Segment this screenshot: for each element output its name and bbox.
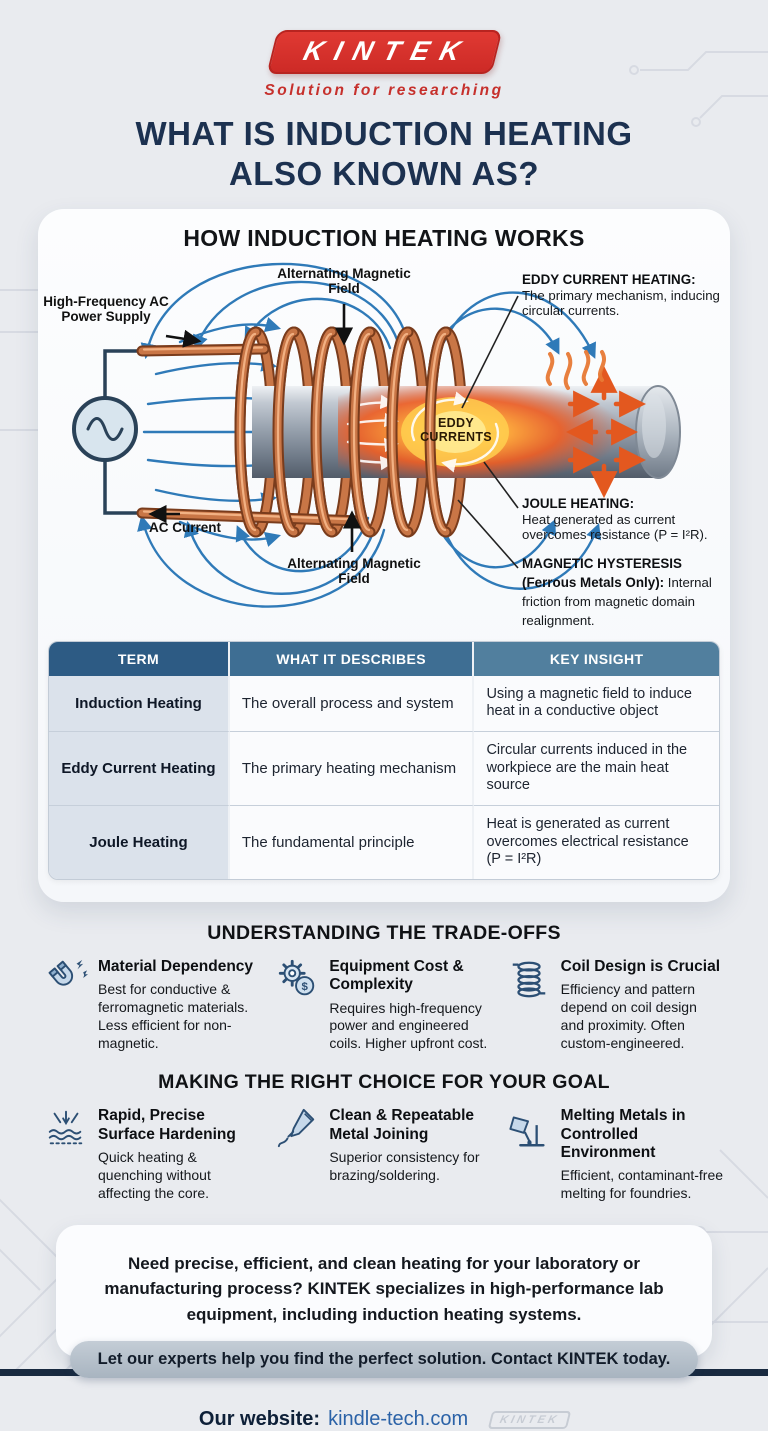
eddy-currents-label: EDDY CURRENTS [420,415,492,444]
tradeoff-item-cost: $ Equipment Cost & Complexity Requires h… [275,957,492,1053]
tradeoff-title: Material Dependency [98,958,254,975]
diagram-artwork [72,262,681,608]
cta-card: Need precise, efficient, and clean heati… [56,1224,712,1358]
joule-heating-callout-body: Heat generated as current overcomes resi… [522,511,708,543]
cell-describes: The overall process and system [229,675,475,731]
tradeoff-title: Coil Design is Crucial [560,958,721,975]
eddy-loop-arrow-bottom [441,422,500,472]
kintek-logo: KINTEK [266,30,502,74]
eddy-heating-callout-title: EDDY CURRENT HEATING: [522,271,696,287]
cell-describes: The primary heating mechanism [229,730,475,805]
website-link[interactable]: kindle-tech.com [328,1408,469,1431]
magnetic-field-bottom-label: Alternating Magnetic Field [287,555,421,587]
induction-heating-diagram: High-Frequency AC Power Supply Alternati… [38,256,730,631]
ac-source-circuit [72,348,142,515]
tradeoff-title: Equipment Cost & Complexity [329,958,464,994]
tradeoff-body: Requires high-frequency power and engine… [329,999,488,1052]
choice-item-joining: Clean & Repeatable Metal Joining Superio… [275,1106,492,1203]
tradeoffs-heading: UNDERSTANDING THE TRADE-OFFS [207,922,561,944]
cell-describes: The fundamental principle [229,804,475,879]
brand-tagline: Solution for researching [264,82,504,99]
footer: Our website: kindle-tech.com KINTEK [0,1408,768,1431]
column-header-describes: WHAT IT DESCRIBES [229,641,475,676]
page-title-line1: WHAT IS INDUCTION HEATING [135,115,633,152]
joule-heating-callout-title: JOULE HEATING: [522,495,635,511]
table-header-row: TERM WHAT IT DESCRIBES KEY INSIGHT [49,641,719,676]
terminology-table: TERM WHAT IT DESCRIBES KEY INSIGHT Induc… [48,640,720,880]
eddy-loop-arrow-top [410,391,469,441]
tradeoff-item-material: Material Dependency Best for conductive … [44,957,261,1053]
surface-hardening-icon [44,1106,88,1150]
diagram-heading: HOW INDUCTION HEATING WORKS [183,224,585,251]
magnetic-field-lines [137,262,602,608]
cell-insight: Circular currents induced in the workpie… [474,730,719,805]
choice-item-melting: Melting Metals in Controlled Environment… [507,1106,724,1203]
choice-title: Melting Metals in Controlled Environment [560,1107,686,1161]
choice-body: Quick heating & quenching without affect… [98,1148,211,1201]
coil-front-turns [234,326,452,537]
ac-current-label: AC Current [148,519,221,535]
hysteresis-callout-body: Internal friction from magnetic domain r… [522,574,712,629]
power-supply-label: High-Frequency AC Power Supply [43,293,169,325]
brand-header: KINTEK Solution for researching [0,30,768,100]
contact-cta-pill[interactable]: Let our experts help you find the perfec… [69,1341,699,1379]
magnet-icon [44,957,88,1001]
eddy-heating-callout-body: The primary mechanism, inducing circular… [522,287,720,319]
hysteresis-callout: MAGNETIC HYSTERESIS (Ferrous Metals Only… [522,554,730,631]
melting-icon [507,1106,551,1150]
column-header-insight: KEY INSIGHT [474,641,719,676]
tradeoff-body: Efficiency and pattern depend on coil de… [560,981,697,1051]
table-row: Eddy Current Heating The primary heating… [49,730,719,805]
cell-insight: Using a magnetic field to induce heat in… [474,675,719,731]
cell-insight: Heat is generated as current overcomes e… [474,804,719,879]
table-body: Induction Heating The overall process an… [49,675,719,879]
cell-term: Eddy Current Heating [49,730,230,805]
page-title: WHAT IS INDUCTION HEATING ALSO KNOWN AS? [0,114,768,195]
choice-item-hardening: Rapid, Precise Surface Hardening Quick h… [44,1106,261,1203]
cell-term: Induction Heating [49,675,230,731]
label-arrows [148,295,519,569]
choices-heading: MAKING THE RIGHT CHOICE FOR YOUR GOAL [158,1071,610,1094]
how-it-works-card: HOW INDUCTION HEATING WORKS [38,208,730,902]
table-row: Joule Heating The fundamental principle … [49,804,719,879]
choice-body: Superior consistency for brazing/solderi… [329,1148,480,1183]
soldering-icon [275,1106,319,1150]
kintek-stamp-logo: KINTEK [487,1410,572,1429]
heat-expansion-arrows [565,365,647,498]
heat-waves-icon [545,349,606,390]
magnetic-field-top-label: Alternating Magnetic Field [277,265,411,297]
tradeoff-item-coil: Coil Design is Crucial Efficiency and pa… [507,957,724,1053]
column-header-term: TERM [49,641,230,676]
choice-body: Efficient, contaminant-free melting for … [560,1167,724,1202]
gear-dollar-icon: $ [275,957,319,1001]
hysteresis-callout-title: MAGNETIC HYSTERESIS (Ferrous Metals Only… [522,555,682,590]
tradeoff-body: Best for conductive & ferromagnetic mate… [98,981,249,1051]
joule-heating-callout: JOULE HEATING: Heat generated as current… [522,496,730,544]
choice-title: Rapid, Precise Surface Hardening [98,1107,236,1143]
coil-icon [507,957,551,1001]
choices-section: MAKING THE RIGHT CHOICE FOR YOUR GOAL Ra… [0,1071,768,1203]
website-label: Our website: [198,1408,321,1431]
table-row: Induction Heating The overall process an… [49,675,719,731]
tradeoffs-section: UNDERSTANDING THE TRADE-OFFS Mat [0,922,768,1053]
kintek-logo-text: KINTEK [300,36,475,66]
cell-term: Joule Heating [49,804,230,879]
eddy-heating-callout: EDDY CURRENT HEATING: The primary mechan… [522,272,724,320]
svg-text:$: $ [302,981,309,993]
choice-title: Clean & Repeatable Metal Joining [329,1107,475,1143]
sine-wave-glyph [86,416,124,441]
page-title-line2: ALSO KNOWN AS? [228,155,540,193]
